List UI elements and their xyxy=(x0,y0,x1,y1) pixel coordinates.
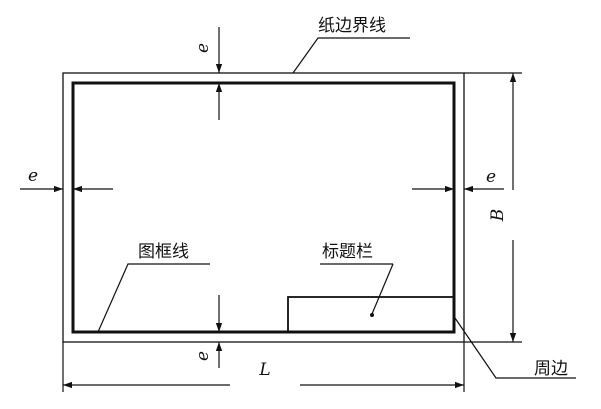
top-e-label: e xyxy=(193,43,213,53)
title-block-label: 标题栏 xyxy=(322,242,373,262)
width-L-label: L xyxy=(258,360,270,380)
height-B-dimension xyxy=(464,72,522,343)
frame-border xyxy=(71,81,456,334)
margin-leader xyxy=(454,317,576,379)
title-block-leader-diagonal xyxy=(371,263,394,315)
bottom-e-label: e xyxy=(193,351,213,361)
frame-line-leader xyxy=(97,263,210,333)
title-block-box xyxy=(287,296,455,333)
right-e-label: e xyxy=(486,167,496,187)
height-B-label: B xyxy=(488,209,508,223)
margin-label: 周边 xyxy=(534,359,568,379)
left-e-label: e xyxy=(28,166,38,186)
paper-edge-label: 纸边界线 xyxy=(318,16,386,36)
paper-edge-leader xyxy=(292,37,410,74)
frame-line-label: 图框线 xyxy=(138,242,189,262)
title-block-leader-dot xyxy=(370,313,374,317)
width-L-dimension xyxy=(62,342,465,392)
paper-boundary xyxy=(62,72,465,343)
